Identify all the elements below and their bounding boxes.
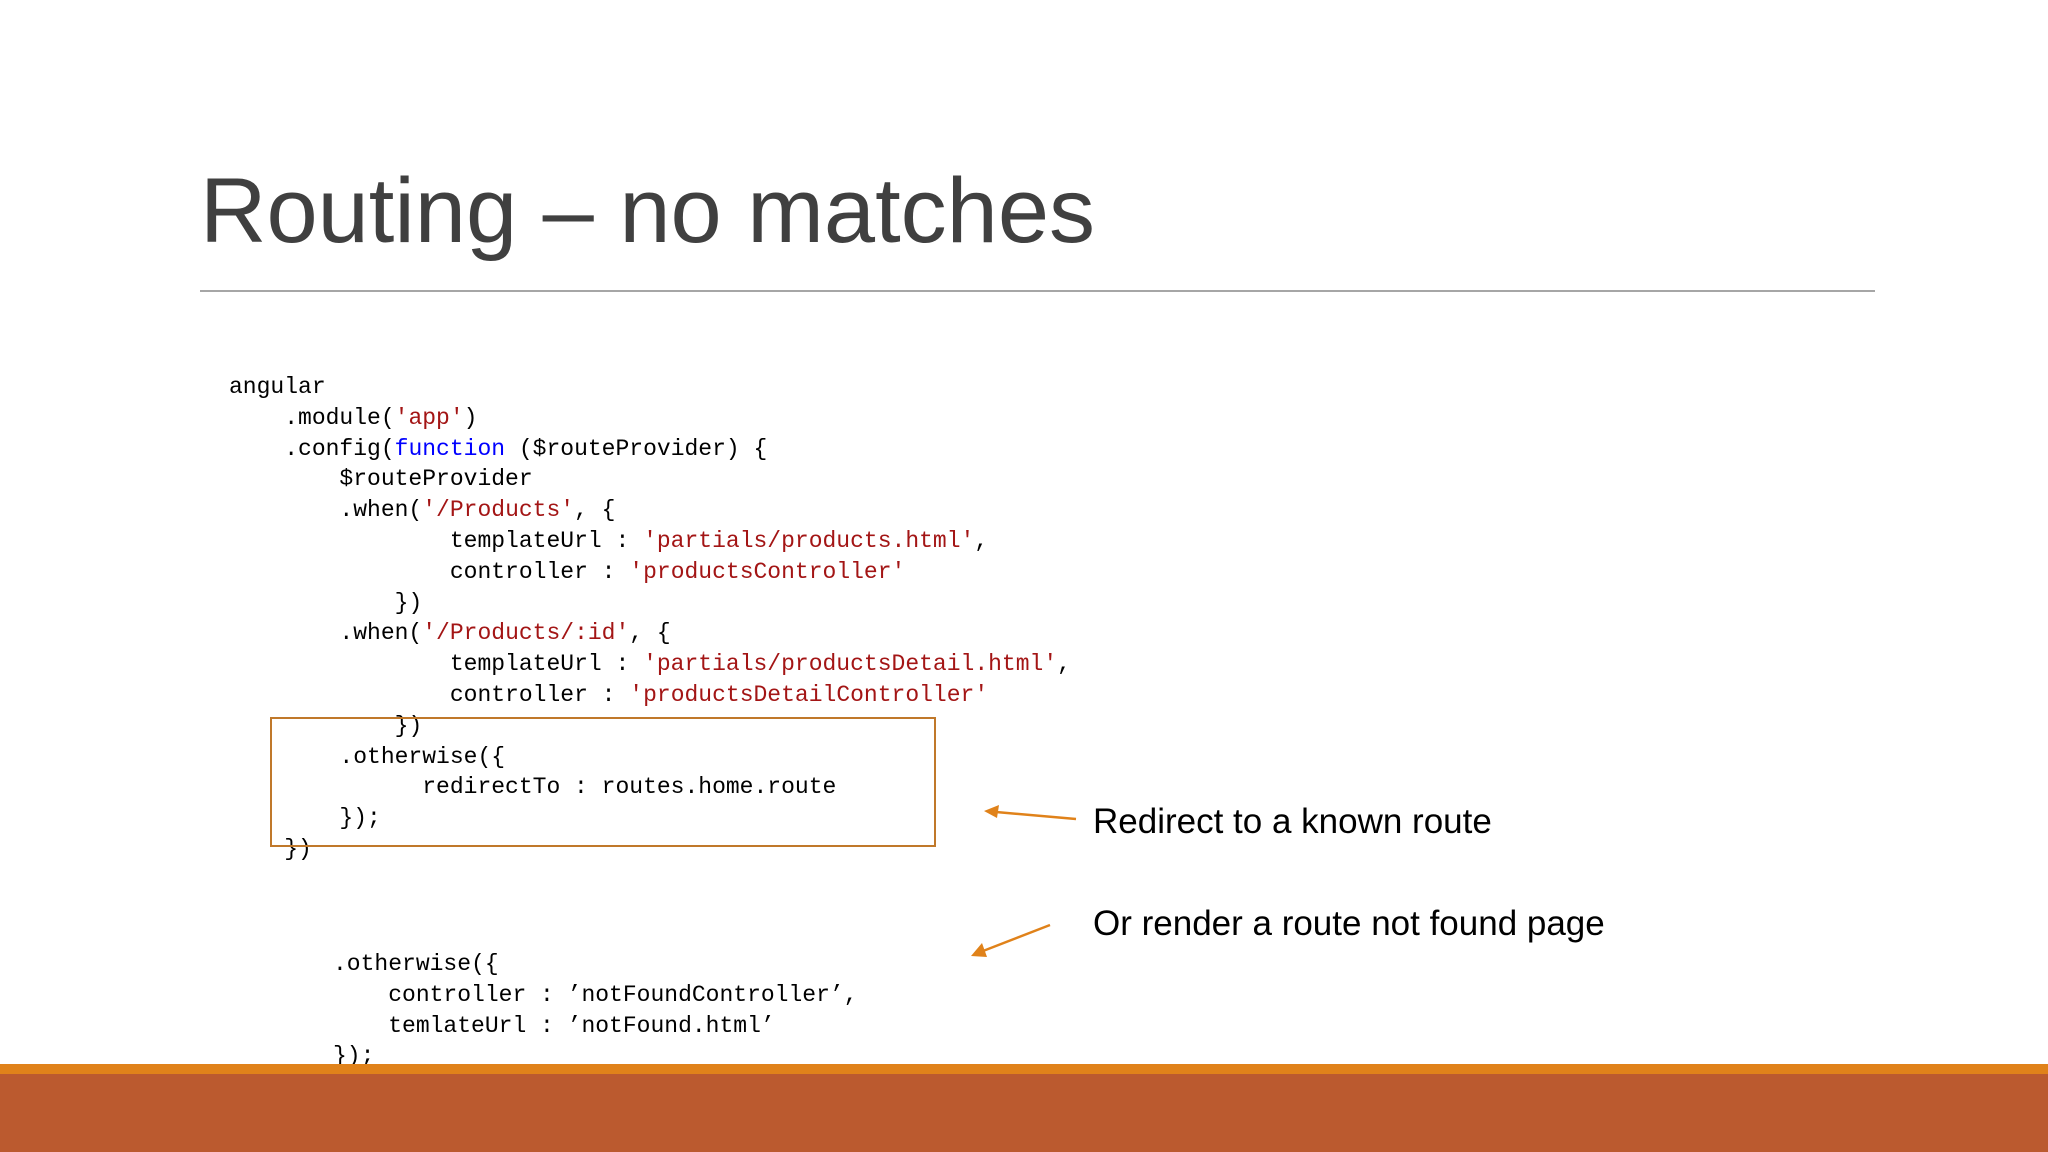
code-text: controller : ’notFoundController’,: [388, 981, 858, 1008]
note-redirect: Redirect to a known route: [1093, 802, 1492, 841]
code-line: redirectTo : routes.home.route: [229, 772, 1071, 803]
code-text: }): [394, 589, 423, 616]
code-line: $routeProvider: [229, 464, 1071, 495]
code-block-routing: angular .module('app') .config(function …: [229, 372, 1071, 865]
title-divider: [200, 290, 1875, 292]
code-text: .otherwise({: [333, 951, 499, 977]
code-text: $routeProvider: [339, 466, 533, 493]
code-text: temlateUrl : ’notFound.html’: [388, 1012, 775, 1039]
code-line: .otherwise({: [229, 742, 1071, 773]
code-text: templateUrl :: [449, 651, 644, 678]
code-string: 'partials/productsDetail.html': [643, 651, 1058, 678]
code-text: ,: [974, 527, 989, 554]
code-text: ): [463, 404, 478, 431]
note-not-found: Or render a route not found page: [1093, 904, 1605, 943]
code-text: }): [284, 835, 312, 862]
code-keyword: function: [394, 435, 506, 462]
code-line: templateUrl : 'partials/products.html',: [229, 526, 1071, 557]
code-text: .otherwise({: [339, 743, 506, 770]
code-text: ,: [1057, 651, 1071, 678]
code-line: .when('/Products/:id', {: [229, 618, 1071, 649]
footer-band: [0, 1074, 2048, 1152]
code-text: templateUrl :: [449, 527, 644, 554]
code-text: , {: [629, 620, 671, 647]
code-line: controller : ’notFoundController’,: [333, 980, 858, 1011]
code-block-not-found: .otherwise({ controller : ’notFoundContr…: [333, 949, 858, 1072]
code-text: });: [339, 805, 381, 832]
code-text: .when(: [339, 620, 423, 647]
code-text: .config(: [284, 435, 395, 462]
code-text: .module(: [284, 404, 395, 431]
code-line: temlateUrl : ’notFound.html’: [333, 1011, 858, 1042]
code-string: '/Products': [422, 497, 575, 524]
code-string: 'productsDetailController': [629, 681, 989, 708]
code-line: controller : 'productsController': [229, 557, 1071, 588]
code-line: .when('/Products', {: [229, 495, 1071, 526]
code-line: .config(function ($routeProvider) {: [229, 434, 1071, 465]
code-line: }): [229, 588, 1071, 619]
footer-accent-stripe: [0, 1064, 2048, 1074]
code-line: }): [229, 834, 1071, 865]
code-text: redirectTo : routes.home.route: [422, 774, 837, 801]
code-string: '/Products/:id': [422, 620, 630, 647]
code-line: angular: [229, 372, 1071, 403]
code-line: });: [229, 803, 1071, 834]
code-text: .when(: [339, 497, 423, 524]
otherwise-highlight-box: [270, 717, 936, 847]
code-text: controller :: [449, 681, 630, 708]
code-string: 'partials/products.html': [643, 527, 975, 554]
code-line: controller : 'productsDetailController': [229, 680, 1071, 711]
code-text: , {: [574, 497, 616, 524]
code-text: controller :: [449, 558, 630, 585]
arrow-left-icon: [984, 805, 1077, 821]
code-text: angular: [229, 374, 326, 400]
code-line: templateUrl : 'partials/productsDetail.h…: [229, 649, 1071, 680]
code-text: ($routeProvider) {: [505, 435, 768, 462]
arrow-down-left-icon: [971, 923, 1051, 957]
code-line: .otherwise({: [333, 949, 858, 980]
code-line: .module('app'): [229, 403, 1071, 434]
slide-title: Routing – no matches: [200, 160, 1095, 262]
code-string: 'productsController': [629, 558, 906, 585]
code-string: 'app': [394, 404, 464, 431]
